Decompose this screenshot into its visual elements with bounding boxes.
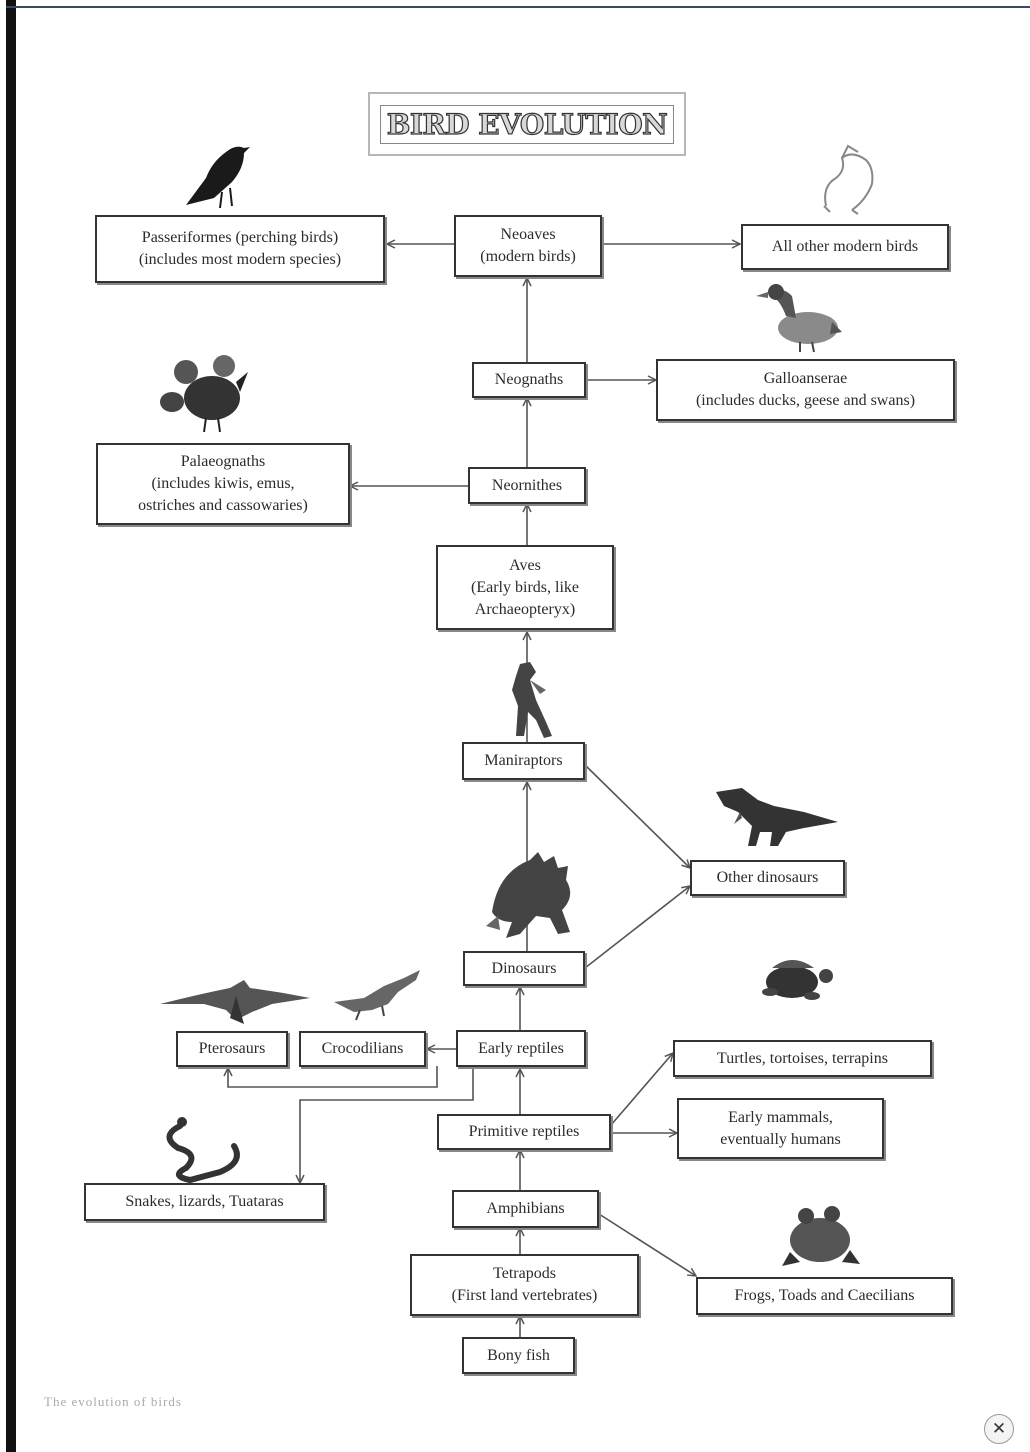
node-other-dinosaurs: Other dinosaurs bbox=[690, 860, 845, 896]
arrow-maniraptors-other-dinosaurs bbox=[584, 764, 690, 868]
node-palaeognaths: Palaeognaths (includes kiwis, emus, ostr… bbox=[96, 443, 350, 525]
trex-icon bbox=[716, 788, 838, 846]
theropod-icon bbox=[512, 662, 552, 738]
node-tetrapods: Tetrapods (First land vertebrates) bbox=[410, 1254, 639, 1316]
node-frogs: Frogs, Toads and Caecilians bbox=[696, 1277, 953, 1315]
node-neognaths: Neognaths bbox=[472, 362, 586, 398]
pterosaur-icon bbox=[160, 980, 310, 1024]
node-snakes-lizards: Snakes, lizards, Tuataras bbox=[84, 1183, 325, 1221]
kiwi-group-icon bbox=[160, 355, 248, 433]
turtle-icon bbox=[762, 960, 833, 1000]
node-dinosaurs: Dinosaurs bbox=[463, 951, 585, 986]
bird-skeleton-icon bbox=[823, 144, 874, 215]
node-early-reptiles: Early reptiles bbox=[456, 1030, 586, 1067]
stegosaurus-icon bbox=[486, 852, 571, 938]
arrow-amphibians-frogs bbox=[598, 1213, 696, 1276]
arrow-primitive-turtles bbox=[610, 1053, 673, 1126]
arrow-dinosaurs-other-dinosaurs bbox=[584, 886, 690, 969]
image-caption: The evolution of birds bbox=[44, 1394, 182, 1409]
snake-icon bbox=[166, 1117, 240, 1184]
frog-icon bbox=[782, 1206, 860, 1266]
close-button[interactable]: ✕ bbox=[984, 1414, 1014, 1444]
node-amphibians: Amphibians bbox=[452, 1190, 599, 1228]
node-turtles: Turtles, tortoises, terrapins bbox=[673, 1040, 932, 1077]
diagram-title: BIRD EVOLUTION bbox=[379, 104, 675, 144]
node-neornithes: Neornithes bbox=[468, 467, 586, 504]
arrow-early-reptiles-pterosaurs bbox=[228, 1066, 438, 1088]
top-frame-line bbox=[6, 6, 1030, 8]
node-passeriformes: Passeriformes (perching birds) (includes… bbox=[95, 215, 385, 283]
left-frame-bar bbox=[6, 0, 16, 1452]
node-pterosaurs: Pterosaurs bbox=[176, 1031, 288, 1067]
node-all-other-modern-birds: All other modern birds bbox=[741, 224, 949, 270]
duck-icon bbox=[756, 284, 842, 353]
node-early-mammals: Early mammals, eventually humans bbox=[677, 1098, 884, 1159]
diagram-title-box: BIRD EVOLUTION bbox=[368, 92, 686, 156]
crow-icon bbox=[186, 146, 250, 209]
node-aves: Aves (Early birds, like Archaeopteryx) bbox=[436, 545, 614, 630]
node-primitive-reptiles: Primitive reptiles bbox=[437, 1114, 611, 1150]
node-neoaves: Neoaves (modern birds) bbox=[454, 215, 602, 277]
node-crocodilians: Crocodilians bbox=[299, 1031, 426, 1067]
crocodile-icon bbox=[334, 970, 420, 1021]
node-maniraptors: Maniraptors bbox=[462, 742, 585, 780]
arrow-early-reptiles-snakes bbox=[300, 1066, 474, 1183]
node-galloanserae: Galloanserae (includes ducks, geese and … bbox=[656, 359, 955, 421]
node-bony-fish: Bony fish bbox=[462, 1337, 575, 1374]
